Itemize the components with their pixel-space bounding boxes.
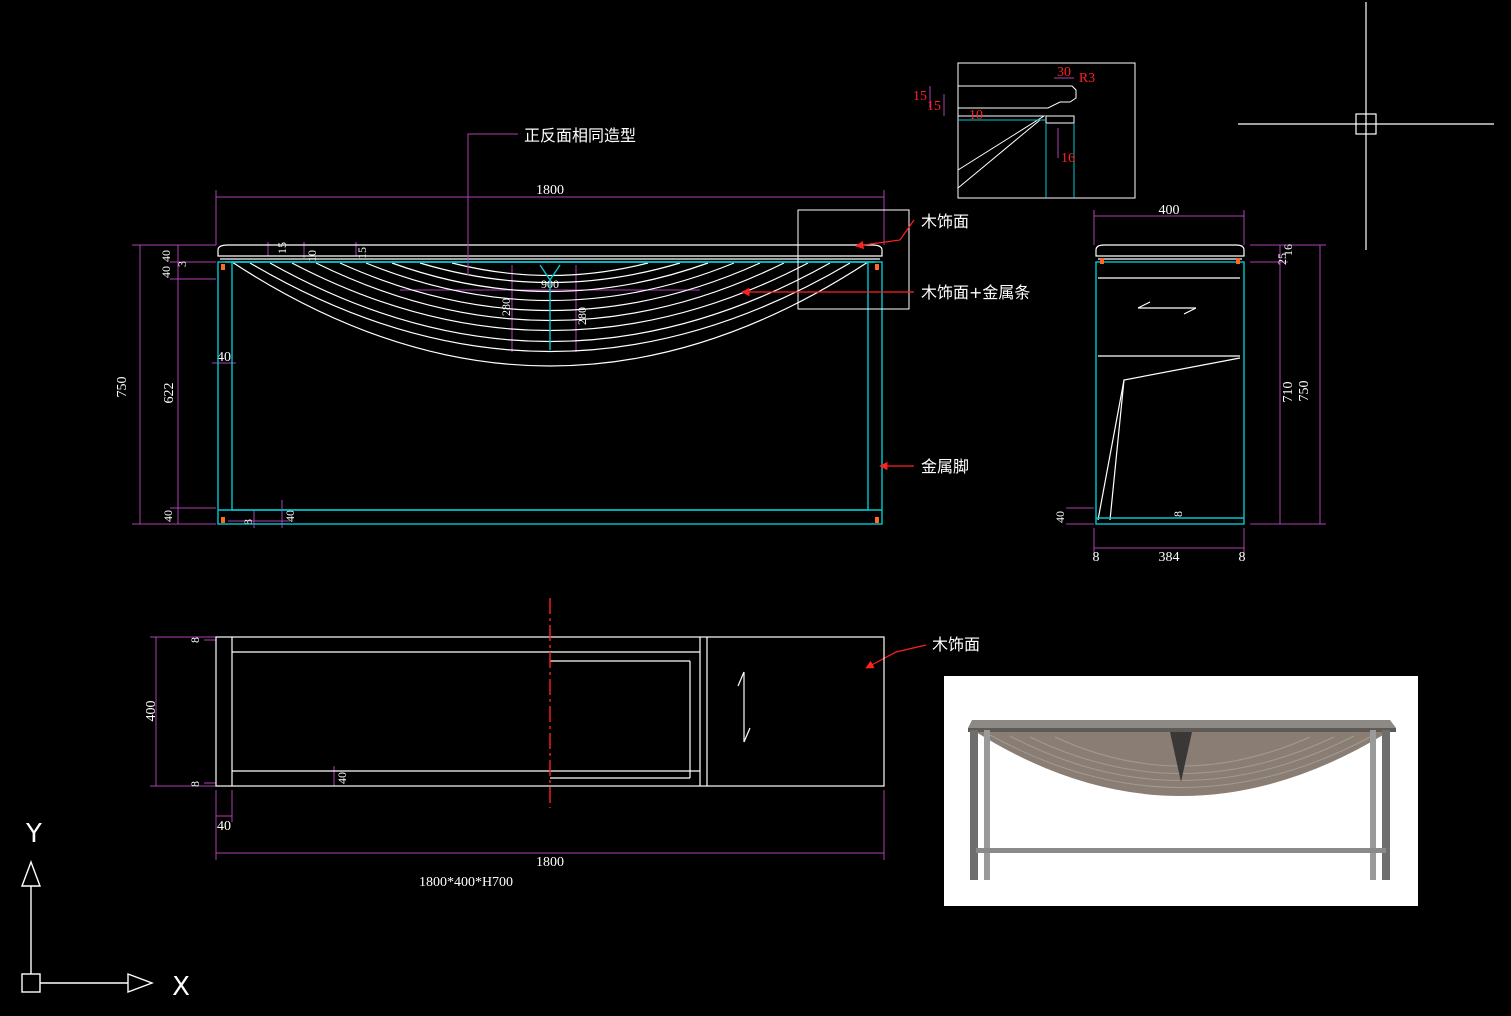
side-elevation bbox=[1066, 210, 1326, 556]
front-frame-height-dim: 622 bbox=[162, 383, 177, 404]
front-total-height-dim: 750 bbox=[115, 377, 130, 398]
plan-inner-40-dim: 40 bbox=[335, 772, 349, 784]
front-apron-280b-dim: 280 bbox=[575, 307, 589, 325]
wood-face-label: 木饰面 bbox=[921, 212, 969, 231]
side-foot-8-dim: 8 bbox=[1171, 511, 1185, 517]
side-foot-40-dim: 40 bbox=[1053, 511, 1067, 523]
size-spec: 1800*400*H700 bbox=[419, 875, 513, 890]
front-width-dim: 1800 bbox=[536, 183, 564, 198]
detail-30-dim: 30 bbox=[1057, 65, 1071, 80]
detail-r3-dim: R3 bbox=[1079, 71, 1095, 86]
detail-callout-box bbox=[797, 209, 910, 310]
plan-bottom-8-dim: 8 bbox=[188, 781, 202, 787]
metal-leg-label: 金属脚 bbox=[921, 457, 969, 476]
plan-view bbox=[150, 598, 885, 860]
plan-depth-dim: 400 bbox=[144, 701, 159, 722]
detail-15b-dim: 15 bbox=[927, 99, 941, 114]
side-width-dim: 400 bbox=[1159, 203, 1180, 218]
side-left-8-dim: 8 bbox=[1093, 550, 1100, 565]
front-apron-280a-dim: 280 bbox=[499, 298, 513, 316]
side-right-8-dim: 8 bbox=[1239, 550, 1246, 565]
ucs-axis-icon bbox=[20, 860, 154, 994]
edge-detail-view bbox=[929, 62, 1136, 199]
ucs-x-label: X bbox=[172, 972, 190, 1002]
side-total-height-dim: 750 bbox=[1297, 381, 1312, 402]
front-top-3-dim: 3 bbox=[175, 261, 189, 267]
detail-15a-dim: 15 bbox=[913, 89, 927, 104]
side-inner-384-dim: 384 bbox=[1159, 550, 1180, 565]
front-top-40b-dim: 40 bbox=[159, 266, 173, 278]
ucs-y-label: Y bbox=[25, 819, 42, 849]
detail-16-dim: 16 bbox=[1061, 151, 1075, 166]
front-bottom-40-dim: 40 bbox=[161, 510, 175, 522]
front-leg-40-dim: 40 bbox=[217, 350, 231, 365]
crosshair-cursor-icon bbox=[1238, 2, 1494, 250]
plan-width-dim: 1800 bbox=[536, 855, 564, 870]
same-shape-note: 正反面相同造型 bbox=[524, 126, 636, 145]
wood-face-metal-strip-label: 木饰面+金属条 bbox=[921, 283, 1030, 302]
same-shape-leader bbox=[467, 133, 518, 275]
side-top-25-dim: 25 bbox=[1275, 253, 1289, 265]
front-foot-8-dim: 8 bbox=[241, 519, 255, 525]
plan-left-40-dim: 40 bbox=[217, 819, 231, 834]
detail-10-dim: 10 bbox=[969, 108, 983, 123]
front-foot-40-dim: 40 bbox=[283, 510, 297, 522]
front-top-15a-dim: 15 bbox=[275, 242, 289, 254]
front-elevation: 1800 750 622 40 40 3 15 10 15 40 40 8 40… bbox=[115, 183, 885, 528]
front-top-40a-dim: 40 bbox=[159, 250, 173, 262]
side-frame-height-dim: 710 bbox=[1281, 382, 1296, 403]
front-top-15b-dim: 15 bbox=[355, 247, 369, 259]
plan-top-8-dim: 8 bbox=[188, 637, 202, 643]
plan-wood-face-label: 木饰面 bbox=[932, 635, 980, 654]
side-top-16-dim: 16 bbox=[1281, 244, 1295, 256]
product-photo bbox=[944, 676, 1418, 906]
